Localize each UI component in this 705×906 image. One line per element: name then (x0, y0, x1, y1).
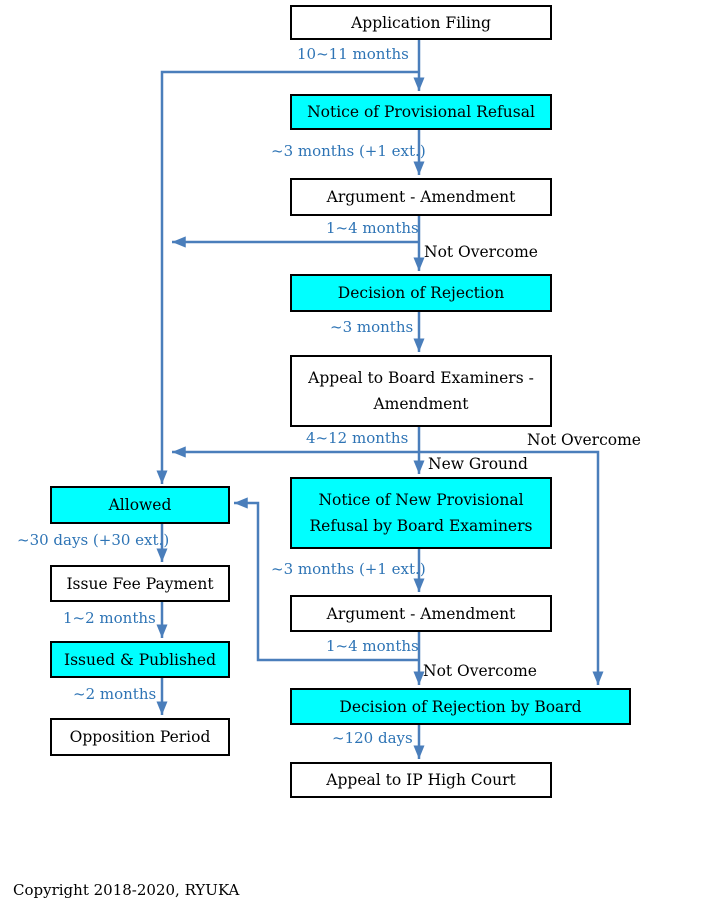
edge-label-1-2-months: 1~2 months (63, 609, 156, 627)
node-issue-fee-payment: Issue Fee Payment (50, 565, 230, 602)
edge-label-10-11-months: 10~11 months (297, 45, 409, 63)
edge-label-3-months-ext-2: ~3 months (+1 ext.) (271, 560, 426, 578)
node-argument-amendment-2: Argument - Amendment (290, 595, 552, 632)
edge-label-120-days: ~120 days (332, 729, 413, 747)
node-decision-of-rejection-by-board: Decision of Rejection by Board (290, 688, 631, 725)
branch-label-new-ground: New Ground (428, 455, 528, 473)
node-argument-amendment-1: Argument - Amendment (290, 178, 552, 216)
edge-label-4-12-months: 4~12 months (306, 429, 409, 447)
edge-label-3-months: ~3 months (330, 318, 414, 336)
edge-label-3-months-ext-1: ~3 months (+1 ext.) (271, 142, 426, 160)
edge-label-1-4-months-2: 1~4 months (326, 637, 419, 655)
copyright-text: Copyright 2018-2020, RYUKA (13, 881, 240, 899)
node-decision-of-rejection: Decision of Rejection (290, 274, 552, 312)
edge-label-1-4-months-1: 1~4 months (326, 219, 419, 237)
node-appeal-to-ip-high-court: Appeal to IP High Court (290, 762, 552, 798)
node-notice-of-new-provisional-refusal: Notice of New Provisional Refusal by Boa… (290, 477, 552, 549)
node-opposition-period: Opposition Period (50, 718, 230, 756)
branch-label-not-overcome-2: Not Overcome (527, 431, 641, 449)
node-notice-of-provisional-refusal: Notice of Provisional Refusal (290, 94, 552, 130)
branch-label-not-overcome-1: Not Overcome (424, 243, 538, 261)
node-appeal-to-board-examiners: Appeal to Board Examiners - Amendment (290, 355, 552, 427)
node-application-filing: Application Filing (290, 5, 552, 40)
branch-label-not-overcome-3: Not Overcome (423, 662, 537, 680)
node-allowed: Allowed (50, 486, 230, 524)
edge-label-30-days-ext: ~30 days (+30 ext.) (17, 531, 170, 549)
edge-label-2-months: ~2 months (73, 685, 157, 703)
node-issued-and-published: Issued & Published (50, 641, 230, 678)
